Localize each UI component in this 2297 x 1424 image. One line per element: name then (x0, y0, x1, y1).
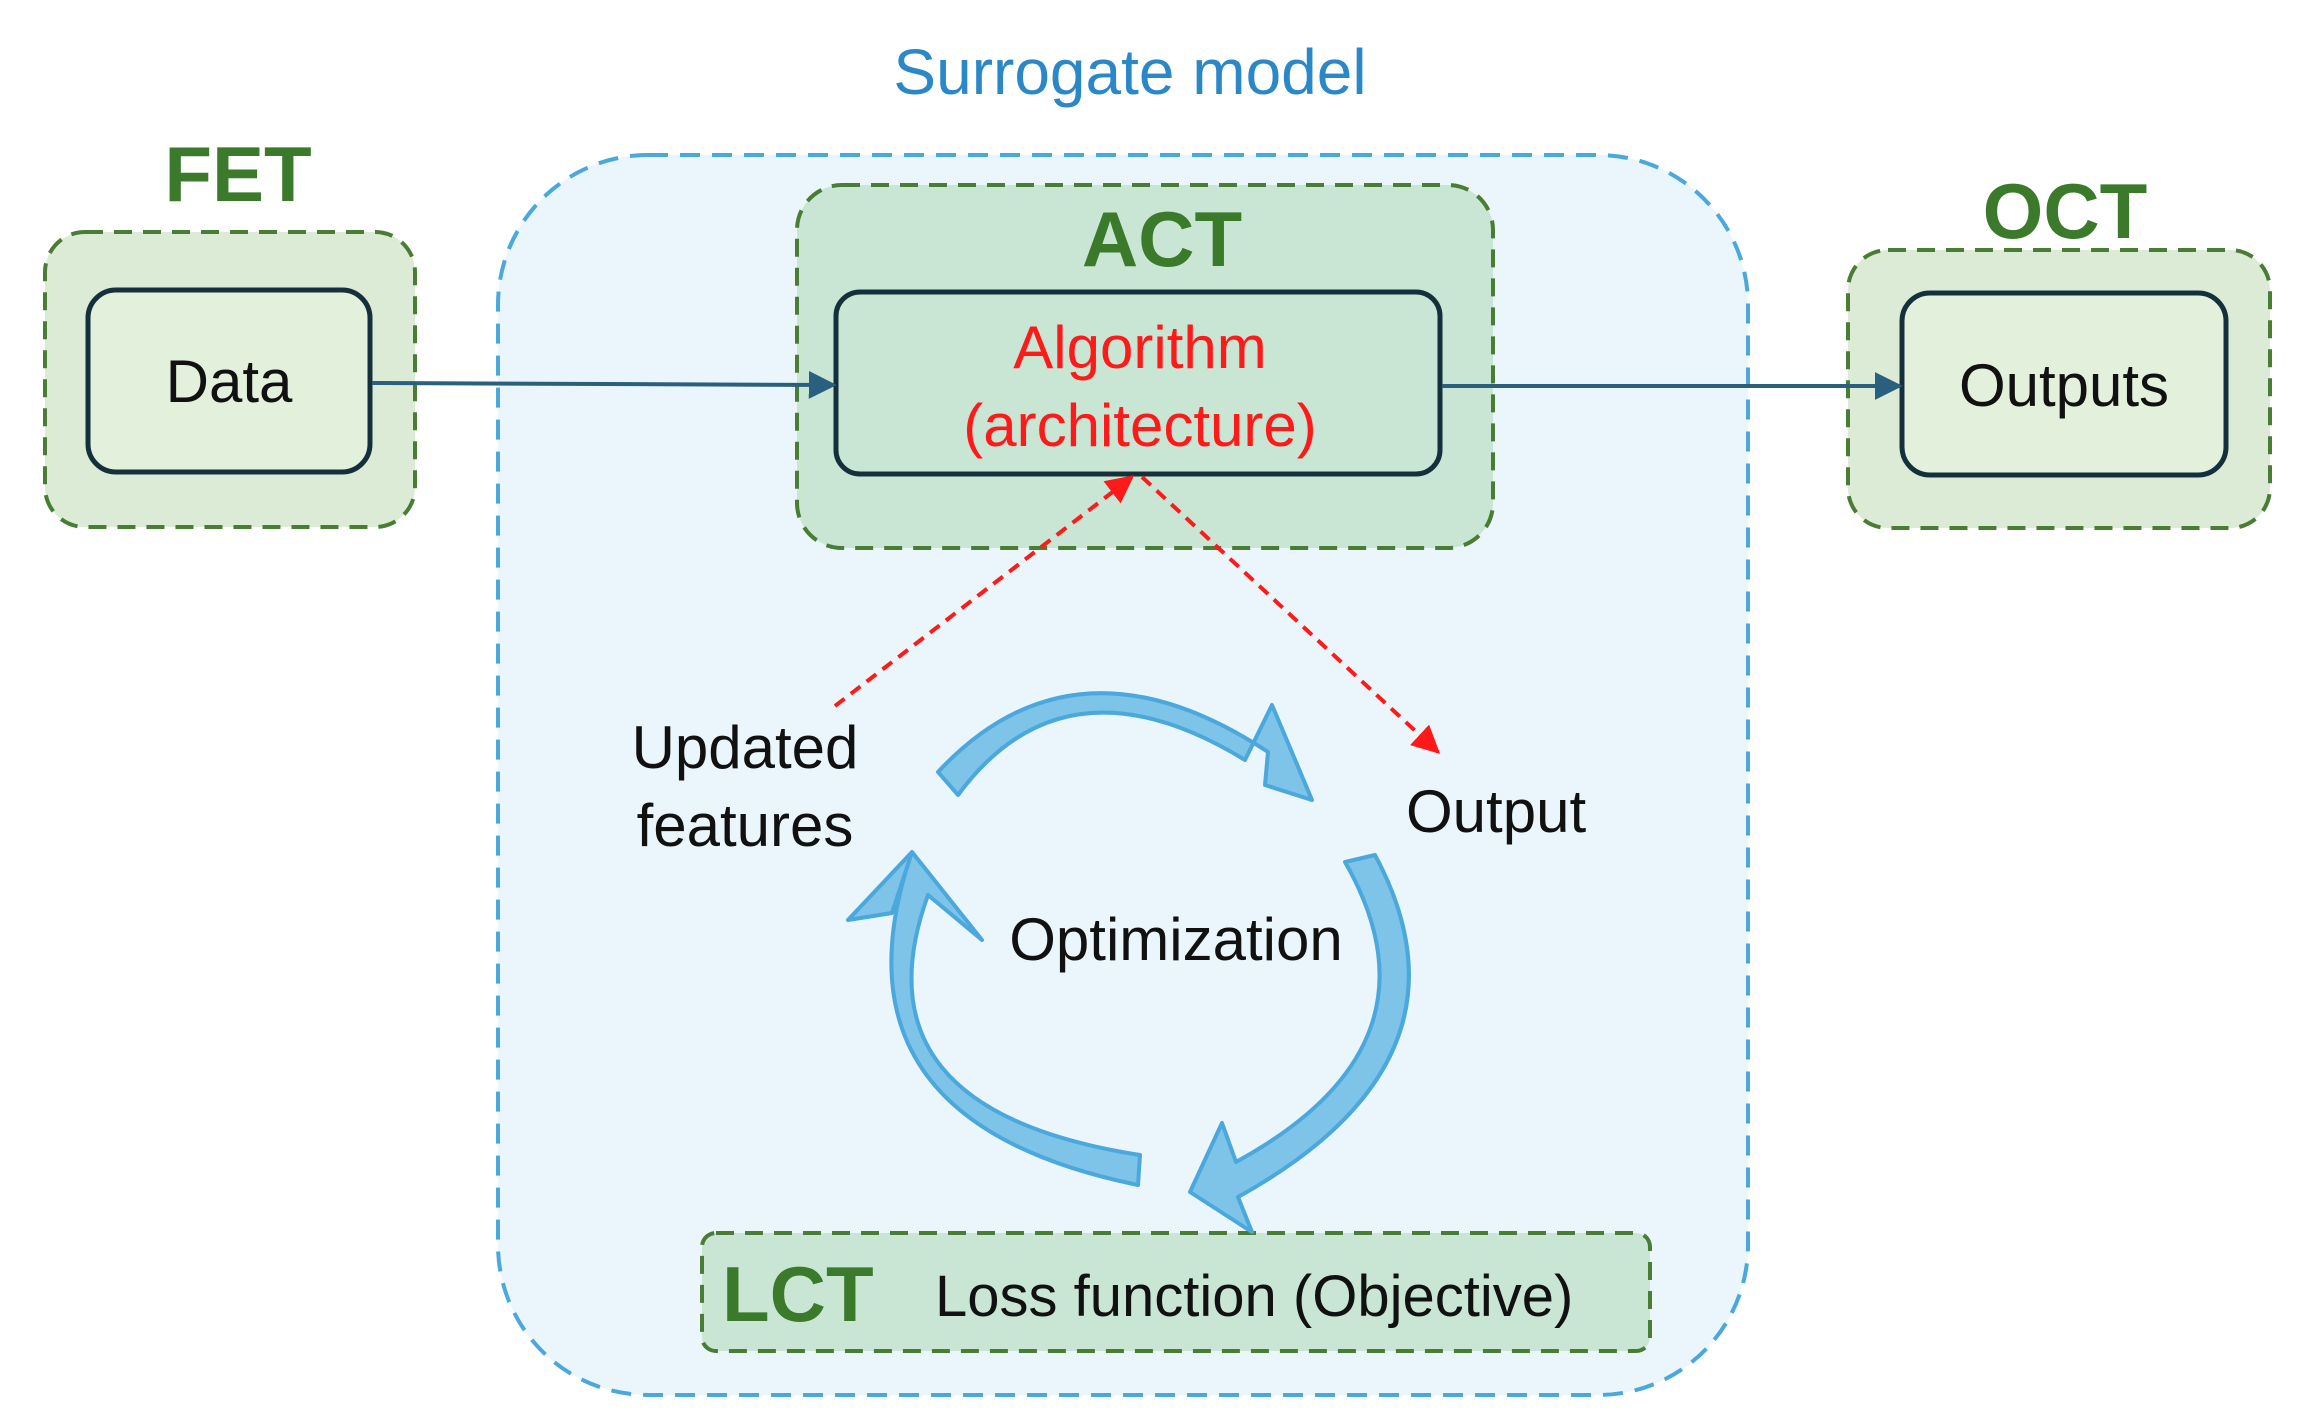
optimization-label: Optimization (1009, 906, 1343, 973)
algorithm-to-output-arrow (1140, 475, 1441, 754)
updated-features-to-algorithm-arrow (833, 475, 1135, 708)
cycle-arrow-top (936, 691, 1314, 802)
oct-tag: OCT (1982, 167, 2148, 255)
optimization-cycle-arrows (846, 691, 1411, 1234)
data-box (85, 287, 373, 475)
loss-function-label: Loss function (Objective) (935, 1264, 1574, 1329)
algorithm-label: Algorithm (1013, 314, 1267, 381)
outputs-box-label: Outputs (1958, 352, 2170, 419)
lct-group (700, 1231, 1652, 1353)
surrogate-model-title: Surrogate model (893, 36, 1367, 108)
data-box-label: Data (165, 348, 293, 415)
cycle-arrow-left (846, 850, 1142, 1187)
updated-features-line1: Updated (631, 714, 859, 781)
act-tag: ACT (1081, 195, 1243, 283)
architecture-label: (architecture) (963, 392, 1317, 459)
data-to-algorithm-arrow (371, 370, 837, 399)
fet-tag: FET (164, 130, 312, 218)
updated-features-line2: features (636, 792, 854, 859)
lct-tag: LCT (722, 1250, 874, 1338)
cycle-arrow-right (1188, 853, 1411, 1234)
output-label: Output (1406, 778, 1587, 845)
